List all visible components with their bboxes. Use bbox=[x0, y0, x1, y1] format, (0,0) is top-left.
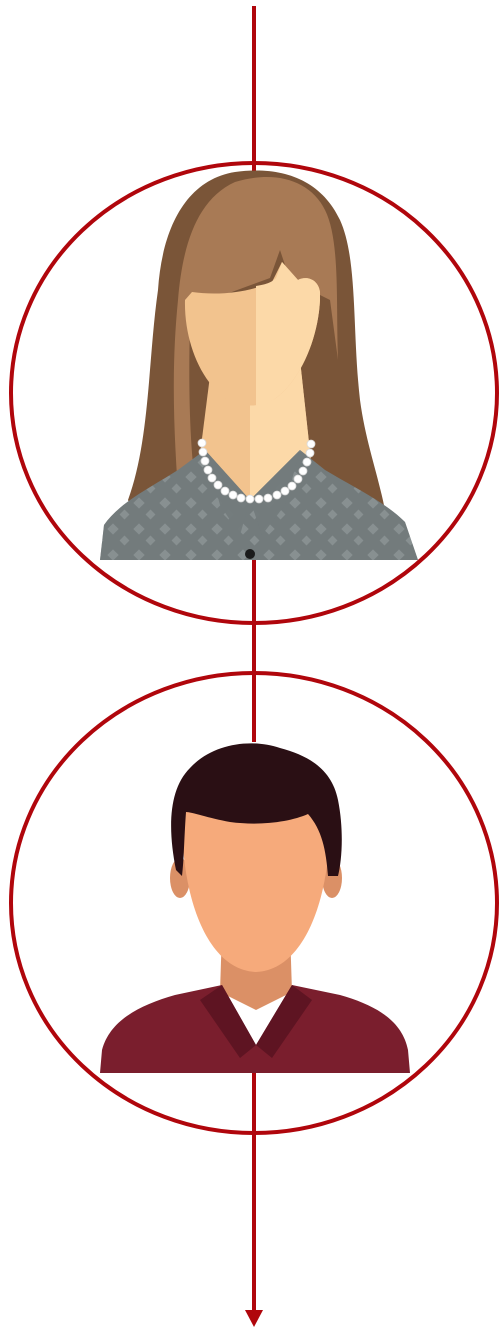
arrowhead-down-icon bbox=[245, 1310, 263, 1327]
woman-avatar-icon bbox=[100, 171, 418, 560]
man-avatar-icon bbox=[100, 743, 410, 1073]
node-1 bbox=[11, 163, 497, 623]
